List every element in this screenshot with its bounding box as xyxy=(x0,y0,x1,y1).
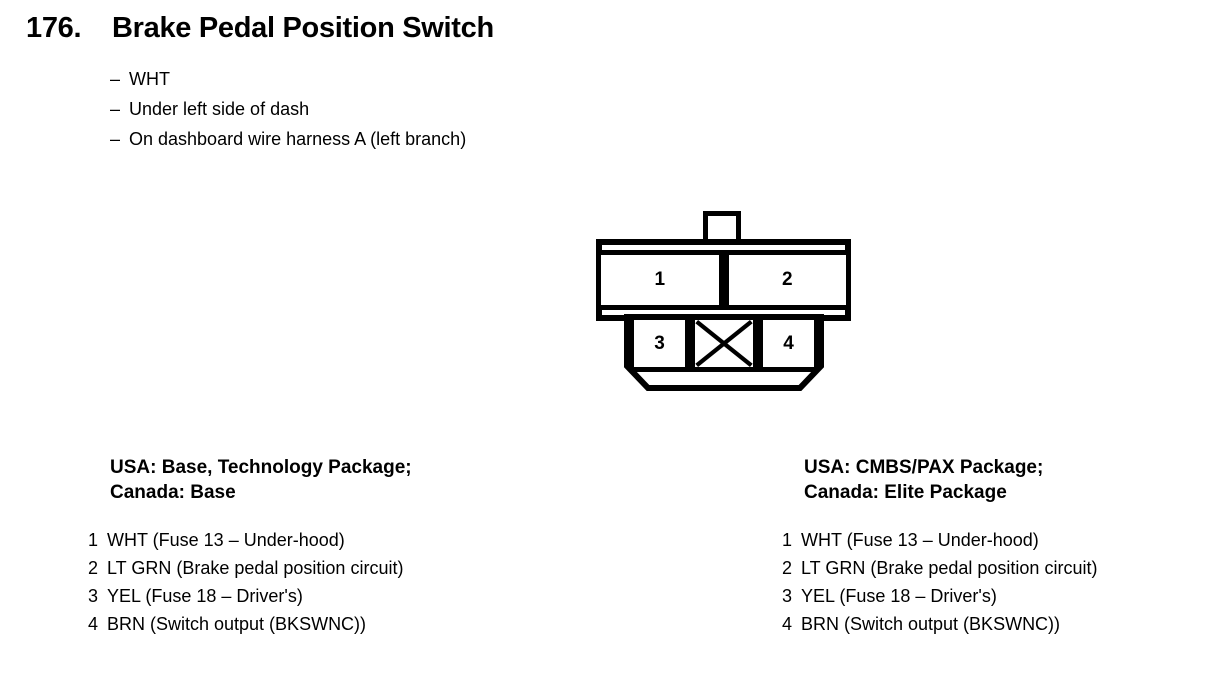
pin-assignment-list: 1 WHT (Fuse 13 – Under-hood) 2 LT GRN (Bra… xyxy=(88,526,412,638)
package-heading: USA: Base, Technology Package; Canada: B… xyxy=(110,455,412,505)
section-number: 176. xyxy=(26,12,82,44)
dash-marker: – xyxy=(110,69,121,89)
package-column-base: USA: Base, Technology Package; Canada: B… xyxy=(88,455,412,638)
spec-item-text: WHT xyxy=(129,69,170,89)
pin-assignment-row: 2 LT GRN (Brake pedal position circuit) xyxy=(88,554,412,582)
connector-locking-tab xyxy=(703,211,741,243)
pin-number: 3 xyxy=(88,586,99,606)
pin-assignment-row: 1 WHT (Fuse 13 – Under-hood) xyxy=(782,526,1097,554)
pin-number: 4 xyxy=(88,614,99,634)
spec-list: –WHT –Under left side of dash –On dashbo… xyxy=(110,64,466,154)
pin-number: 4 xyxy=(782,614,793,634)
dash-marker: – xyxy=(110,129,121,149)
pin-assignment-row: 2 LT GRN (Brake pedal position circuit) xyxy=(782,554,1097,582)
pin-number: 2 xyxy=(88,558,99,578)
connector-pin-cavity-4: 4 xyxy=(758,315,819,372)
pin-number: 2 xyxy=(782,558,793,578)
pin-description: LT GRN (Brake pedal position circuit) xyxy=(801,558,1098,578)
pin-assignment-row: 3 YEL (Fuse 18 – Driver's) xyxy=(88,582,412,610)
pin-description: WHT (Fuse 13 – Under-hood) xyxy=(801,530,1039,550)
connector-lower-cavity-row: 3 4 xyxy=(629,315,819,372)
pin-assignment-row: 4 BRN (Switch output (BKSWNC)) xyxy=(88,610,412,638)
package-column-cmbs-pax: USA: CMBS/PAX Package; Canada: Elite Pac… xyxy=(782,455,1097,638)
pin-number: 1 xyxy=(782,530,793,550)
package-heading-line-2: Canada: Elite Package xyxy=(804,482,1007,503)
pin-description: YEL (Fuse 18 – Driver's) xyxy=(107,586,303,606)
pin-description: YEL (Fuse 18 – Driver's) xyxy=(801,586,997,606)
page-title: Brake Pedal Position Switch xyxy=(112,12,494,44)
pin-number: 3 xyxy=(782,586,793,606)
connector-blank-cavity-x xyxy=(690,315,758,372)
pin-description: LT GRN (Brake pedal position circuit) xyxy=(107,558,404,578)
connector-pin-cavity-1: 1 xyxy=(596,250,724,310)
pin-number: 1 xyxy=(88,530,99,550)
package-heading-line-2: Canada: Base xyxy=(110,482,236,503)
package-heading: USA: CMBS/PAX Package; Canada: Elite Pac… xyxy=(804,455,1097,505)
pin-assignment-row: 4 BRN (Switch output (BKSWNC)) xyxy=(782,610,1097,638)
spec-item-text: On dashboard wire harness A (left branch… xyxy=(129,129,467,149)
x-cross-icon xyxy=(695,320,753,367)
connector-upper-cavity-row: 1 2 xyxy=(596,250,851,310)
connector-pin-cavity-2: 2 xyxy=(723,250,851,310)
spec-item: –WHT xyxy=(110,64,466,94)
pin-description: WHT (Fuse 13 – Under-hood) xyxy=(107,530,345,550)
package-heading-line-1: USA: Base, Technology Package; xyxy=(110,457,412,478)
pin-assignment-row: 3 YEL (Fuse 18 – Driver's) xyxy=(782,582,1097,610)
dash-marker: – xyxy=(110,99,121,119)
pin-description: BRN (Switch output (BKSWNC)) xyxy=(801,614,1061,634)
spec-item: –Under left side of dash xyxy=(110,94,466,124)
spec-item: –On dashboard wire harness A (left branc… xyxy=(110,124,466,154)
pin-assignment-row: 1 WHT (Fuse 13 – Under-hood) xyxy=(88,526,412,554)
connector-pin-cavity-3: 3 xyxy=(629,315,690,372)
pin-description: BRN (Switch output (BKSWNC)) xyxy=(107,614,367,634)
package-heading-line-1: USA: CMBS/PAX Package; xyxy=(804,457,1044,478)
spec-item-text: Under left side of dash xyxy=(129,99,310,119)
pin-assignment-list: 1 WHT (Fuse 13 – Under-hood) 2 LT GRN (Bra… xyxy=(782,526,1097,638)
connector-diagram: 1 2 3 4 xyxy=(596,211,852,391)
